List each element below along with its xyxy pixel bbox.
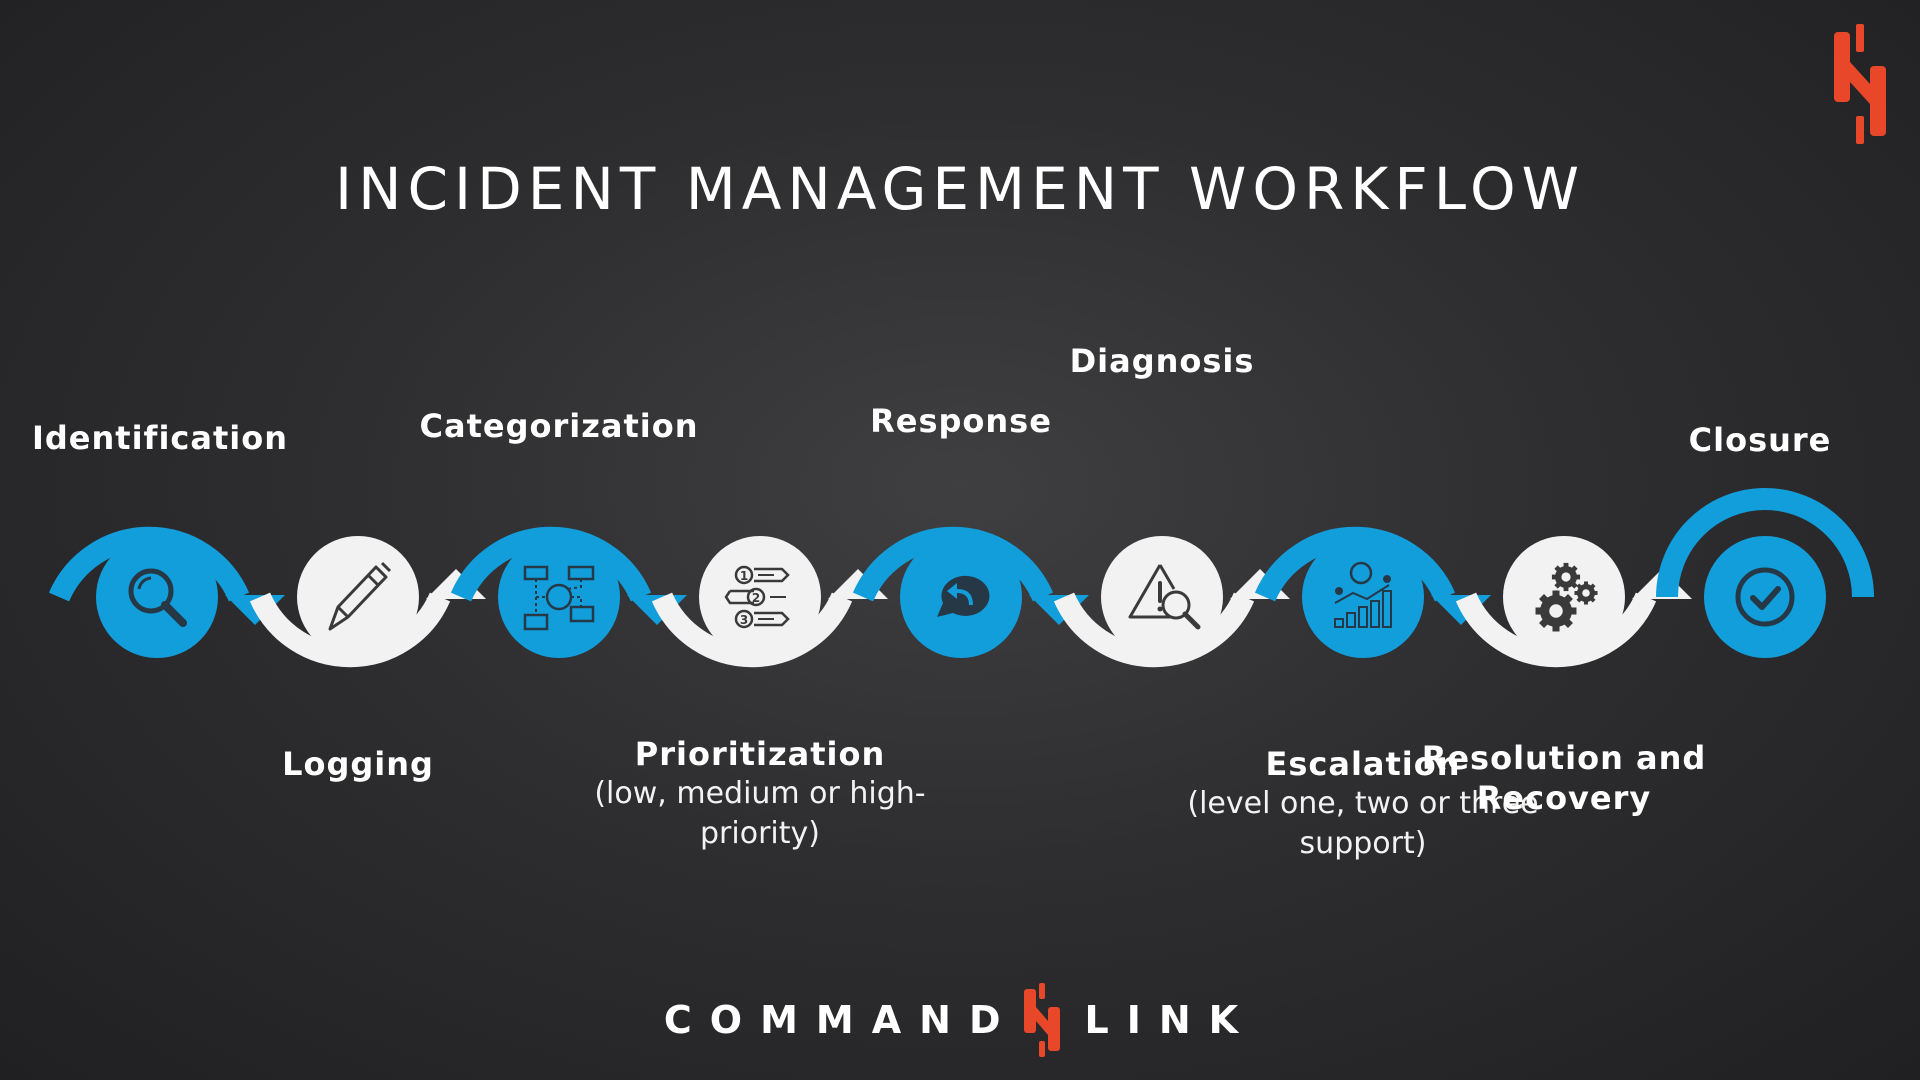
step-label-1: Identification bbox=[10, 418, 310, 458]
step-name: Response bbox=[870, 402, 1052, 440]
step-1-circle bbox=[96, 536, 218, 658]
step-detail: (level one, two or three support) bbox=[1187, 786, 1539, 861]
step-name: Categorization bbox=[419, 407, 699, 445]
warning-search-icon bbox=[1101, 536, 1223, 658]
commandlink-mark-icon bbox=[1834, 24, 1886, 144]
step-2-circle bbox=[297, 536, 419, 658]
step-name: Escalation bbox=[1265, 745, 1461, 783]
step-9-circle bbox=[1704, 536, 1826, 658]
gears-icon bbox=[1503, 536, 1625, 658]
step-label-3: Categorization bbox=[409, 406, 709, 446]
step-name: Logging bbox=[282, 745, 434, 783]
growth-chart-icon bbox=[1302, 536, 1424, 658]
search-icon bbox=[96, 536, 218, 658]
step-name: Diagnosis bbox=[1069, 342, 1255, 380]
step-label-2: Logging bbox=[208, 744, 508, 784]
brand-word-command: COMMAND bbox=[663, 998, 1019, 1042]
step-label-8: Resolution and Recovery bbox=[1414, 738, 1714, 818]
svg-text:1: 1 bbox=[740, 569, 748, 583]
svg-text:3: 3 bbox=[740, 613, 748, 627]
step-detail: (low, medium or high-priority) bbox=[594, 776, 926, 851]
reply-chat-icon bbox=[900, 536, 1022, 658]
brand-word-link: LINK bbox=[1084, 998, 1257, 1042]
step-label-6: Diagnosis bbox=[1012, 341, 1312, 381]
step-name: Closure bbox=[1688, 421, 1832, 459]
arc-9 bbox=[1656, 488, 1874, 598]
step-label-4: Prioritization(low, medium or high-prior… bbox=[580, 734, 940, 854]
step-label-7: Escalation(level one, two or three suppo… bbox=[1183, 744, 1543, 864]
numbered-list-icon: 123 bbox=[699, 536, 821, 658]
step-label-5: Response bbox=[811, 401, 1111, 441]
svg-text:2: 2 bbox=[752, 591, 760, 605]
pen-icon bbox=[297, 536, 419, 658]
check-circle-icon bbox=[1704, 536, 1826, 658]
brand-logo: COMMAND LINK bbox=[0, 980, 1920, 1060]
step-name: Prioritization bbox=[634, 735, 886, 773]
step-label-9: Closure bbox=[1610, 420, 1910, 460]
step-name: Identification bbox=[31, 419, 289, 457]
flowchart-icon bbox=[498, 536, 620, 658]
page-title: INCIDENT MANAGEMENT WORKFLOW bbox=[335, 155, 1585, 223]
step-3-circle bbox=[498, 536, 620, 658]
step-4-circle bbox=[699, 536, 821, 658]
step-name: Resolution and Recovery bbox=[1421, 739, 1707, 817]
step-8-circle bbox=[1503, 536, 1625, 658]
brand-mark-icon bbox=[1024, 983, 1061, 1057]
